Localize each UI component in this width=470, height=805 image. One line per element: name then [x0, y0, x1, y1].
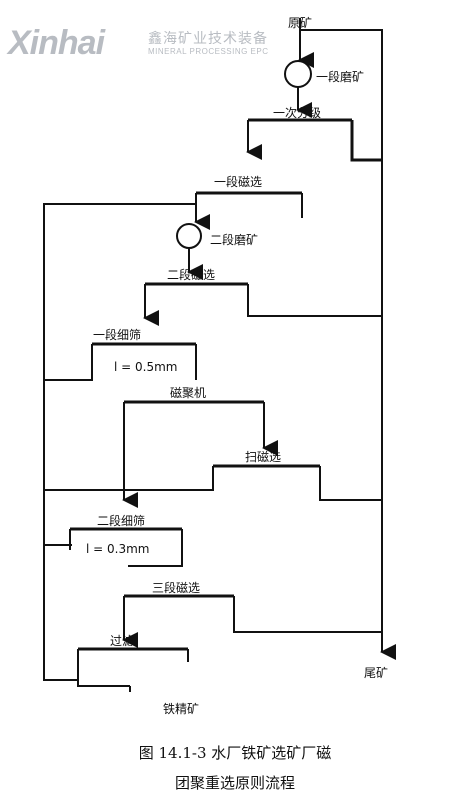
screen1-label: 一段细筛 — [93, 328, 142, 342]
left-recycle-loop — [43, 203, 196, 546]
mag2-tail-line — [247, 284, 382, 317]
figure-caption-line1: 图 14.1-3 水厂铁矿选矿厂磁 — [138, 744, 332, 762]
watermark-logo: Xinhai — [8, 24, 105, 62]
tailings-label: 尾矿 — [364, 666, 389, 680]
filter-left — [77, 649, 130, 687]
mag3-label: 三段磁选 — [152, 581, 201, 595]
watermark-cn-text: 鑫海矿业技术装备 — [148, 31, 268, 47]
classifier-recycle-line — [300, 29, 383, 160]
raw-ore-label: 原矿 — [288, 16, 313, 30]
figure-caption-line2: 团聚重选原则流程 — [174, 774, 295, 792]
scav-return — [44, 466, 214, 491]
mag3-tail — [233, 596, 382, 633]
agglom-label: 磁聚机 — [170, 386, 207, 400]
watermark-en-text: MINERAL PROCESSING EPC — [148, 47, 269, 56]
filter-label: 过滤 — [110, 634, 135, 648]
grind2-label: 二段磨矿 — [210, 233, 259, 247]
scav-tail — [319, 466, 382, 501]
screen1-size-label: l = 0.5mm — [114, 360, 178, 374]
screen1-oversize — [44, 344, 93, 381]
concentrate-label: 铁精矿 — [163, 702, 200, 716]
screen2-label: 二段细筛 — [97, 514, 146, 528]
grind1-label: 一段磨矿 — [316, 70, 365, 84]
screen2-under — [128, 529, 183, 567]
mag1-label: 一段磁选 — [214, 175, 263, 189]
screen2-size-label: l = 0.3mm — [86, 542, 150, 556]
classifier1-bar — [248, 118, 382, 162]
classify1-label: 一次分级 — [273, 106, 322, 120]
mag2-label: 二段磁选 — [167, 268, 216, 282]
mill2-circle — [176, 223, 202, 249]
bottom-left-loop — [43, 545, 78, 681]
mill1-circle — [284, 60, 312, 88]
scav-label: 扫磁选 — [245, 450, 282, 464]
